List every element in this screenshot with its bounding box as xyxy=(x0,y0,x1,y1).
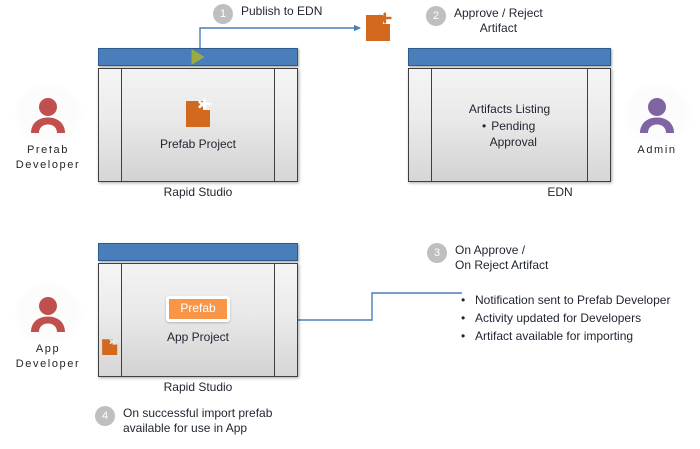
window-titlebar[interactable] xyxy=(98,48,298,66)
project-label: Prefab Project xyxy=(159,137,237,151)
pending-approval-text: Pending Approval xyxy=(489,118,537,149)
window-right-pane xyxy=(274,69,297,181)
step-3-badge: 3 xyxy=(427,243,447,263)
person-icon xyxy=(622,84,692,146)
window-titlebar[interactable] xyxy=(408,48,611,66)
role-app-developer-label: App Developer xyxy=(15,343,81,370)
person-icon xyxy=(13,84,83,146)
window-center-pane: Prefab App Project xyxy=(122,264,274,376)
role-prefab-developer-label: Prefab Developer xyxy=(15,144,81,171)
window-rapid-studio-prefab[interactable]: Prefab Project xyxy=(98,48,298,182)
artifacts-listing-bullet: • Pending Approval xyxy=(482,118,537,149)
window-caption-edn: EDN xyxy=(547,185,573,199)
connector-publish-to-edn xyxy=(199,24,361,48)
window-center-pane: Artifacts Listing • Pending Approval xyxy=(432,69,587,181)
role-app-developer: App Developer xyxy=(4,283,92,372)
window-body: Artifacts Listing • Pending Approval xyxy=(408,68,611,182)
step-4-badge: 4 xyxy=(95,406,115,426)
window-left-pane xyxy=(99,264,122,376)
window-left-pane xyxy=(409,69,432,181)
step-2-badge: 2 xyxy=(426,6,446,26)
role-admin: Admin xyxy=(613,84,700,158)
list-item: Artifact available for importing xyxy=(461,328,691,345)
role-prefab-developer: Prefab Developer xyxy=(4,84,92,173)
prefab-badge[interactable]: Prefab xyxy=(166,295,230,322)
window-right-pane xyxy=(587,69,610,181)
window-titlebar[interactable] xyxy=(98,243,298,261)
step-2-label: Approve / Reject Artifact xyxy=(454,6,543,35)
artifact-icon-small[interactable] xyxy=(100,336,120,362)
list-item: Activity updated for Developers xyxy=(461,310,691,327)
connector-on-approve-reject xyxy=(292,292,462,324)
outcome-list: Notification sent to Prefab Developer Ac… xyxy=(461,292,691,346)
artifact-icon xyxy=(183,98,213,130)
artifacts-listing-title: Artifacts Listing xyxy=(468,101,551,116)
role-admin-label: Admin xyxy=(637,144,677,156)
step-3: 3 On Approve / On Reject Artifact xyxy=(427,243,548,273)
window-edn[interactable]: Artifacts Listing • Pending Approval xyxy=(408,48,611,182)
window-body: Prefab Project xyxy=(98,68,298,182)
artifact-icon xyxy=(363,12,393,44)
step-4: 4 On successful import prefab available … xyxy=(95,406,272,436)
window-rapid-studio-app[interactable]: Prefab App Project xyxy=(98,243,298,377)
step-3-label: On Approve / On Reject Artifact xyxy=(455,243,549,272)
step-1: 1 Publish to EDN xyxy=(213,4,322,24)
window-center-pane: Prefab Project xyxy=(122,69,274,181)
window-caption-rapid-studio-app: Rapid Studio xyxy=(163,380,233,394)
window-body: Prefab App Project xyxy=(98,263,298,377)
step-1-label: Publish to EDN xyxy=(241,4,323,18)
list-item: Notification sent to Prefab Developer xyxy=(461,292,691,309)
step-4-label: On successful import prefab available fo… xyxy=(123,406,273,435)
step-2: 2 Approve / Reject Artifact xyxy=(426,6,543,36)
step-1-badge: 1 xyxy=(213,4,233,24)
window-right-pane xyxy=(274,264,297,376)
person-icon xyxy=(13,283,83,345)
window-left-pane xyxy=(99,69,122,181)
play-icon[interactable] xyxy=(191,49,205,65)
project-label: App Project xyxy=(166,329,230,344)
window-caption-rapid-studio: Rapid Studio xyxy=(163,185,233,199)
